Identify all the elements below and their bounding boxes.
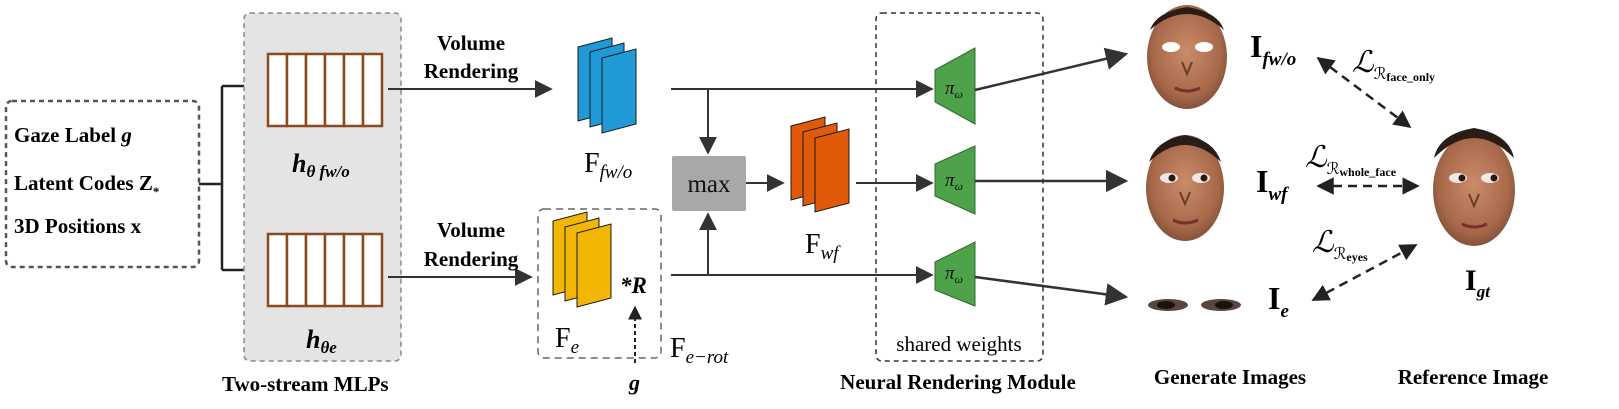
f-erot-label: Fe−rot — [670, 333, 729, 368]
f-wf-label: Fwf — [805, 229, 841, 264]
face-image-wf — [1146, 135, 1224, 241]
f-fwo-label: Ffw/o — [584, 148, 632, 183]
loss-arrows — [1311, 56, 1420, 302]
i-gt-label: Igt — [1465, 264, 1491, 301]
pi-omega-top: πω — [934, 47, 976, 125]
svg-text:πω: πω — [945, 263, 963, 286]
svg-text:πω: πω — [945, 170, 963, 193]
face-image-gt — [1433, 128, 1515, 246]
volume-bottom-line2: Rendering — [424, 247, 519, 271]
volume-top-line2: Rendering — [424, 59, 519, 83]
volume-top-line1: Volume — [437, 31, 505, 55]
latent-codes-text: Latent Codes Z* — [14, 171, 159, 199]
face-image-fwo — [1147, 5, 1227, 109]
feature-stack-fwo — [577, 37, 637, 134]
svg-text:πω: πω — [945, 78, 963, 101]
shared-weights-label: shared weights — [896, 332, 1021, 356]
max-operator: max — [672, 156, 746, 211]
rotation-operator: *R — [620, 273, 647, 298]
loss-eyes: ℒℛeyes — [1312, 226, 1368, 264]
loss-whole-face: ℒℛwhole_face — [1305, 141, 1397, 179]
feature-stack-fe — [552, 211, 612, 308]
reference-image-caption: Reference Image — [1398, 365, 1549, 389]
mlp-top-label: hθ fw/o — [292, 149, 350, 181]
output-arrows — [974, 47, 1129, 306]
i-wf-label: Iwf — [1256, 163, 1289, 205]
volume-bottom-line1: Volume — [437, 218, 505, 242]
flow-lines — [671, 80, 934, 284]
mlp-panel: hθ fw/o hθe — [243, 12, 402, 362]
loss-face-only: ℒℛface_only — [1352, 46, 1435, 84]
f-e-label: Fe — [555, 323, 579, 358]
input-box: Gaze Label g Latent Codes Z* 3D Position… — [4, 99, 201, 269]
mlp-bottom-layers — [266, 232, 384, 308]
pi-omega-bottom: πω — [934, 241, 976, 307]
generate-images-caption: Generate Images — [1154, 365, 1306, 389]
mlp-caption: Two-stream MLPs — [222, 372, 389, 396]
g-rotation-label: g — [628, 370, 640, 395]
svg-text:max: max — [687, 171, 731, 198]
mlp-bottom-label: hθe — [306, 325, 337, 357]
gaze-label-text: Gaze Label g — [14, 123, 132, 147]
feature-stack-fwf — [790, 116, 850, 213]
pi-omega-middle: πω — [934, 145, 976, 215]
render-module-caption: Neural Rendering Module — [840, 370, 1076, 394]
positions-text: 3D Positions x — [14, 214, 142, 238]
eye-images-e — [1148, 299, 1241, 311]
shared-weights-box — [875, 12, 1044, 362]
i-fwo-label: Ifw/o — [1250, 28, 1296, 70]
volume-arrows — [388, 80, 553, 286]
i-e-label: Ie — [1268, 280, 1289, 322]
mlp-top-layers — [266, 52, 384, 128]
